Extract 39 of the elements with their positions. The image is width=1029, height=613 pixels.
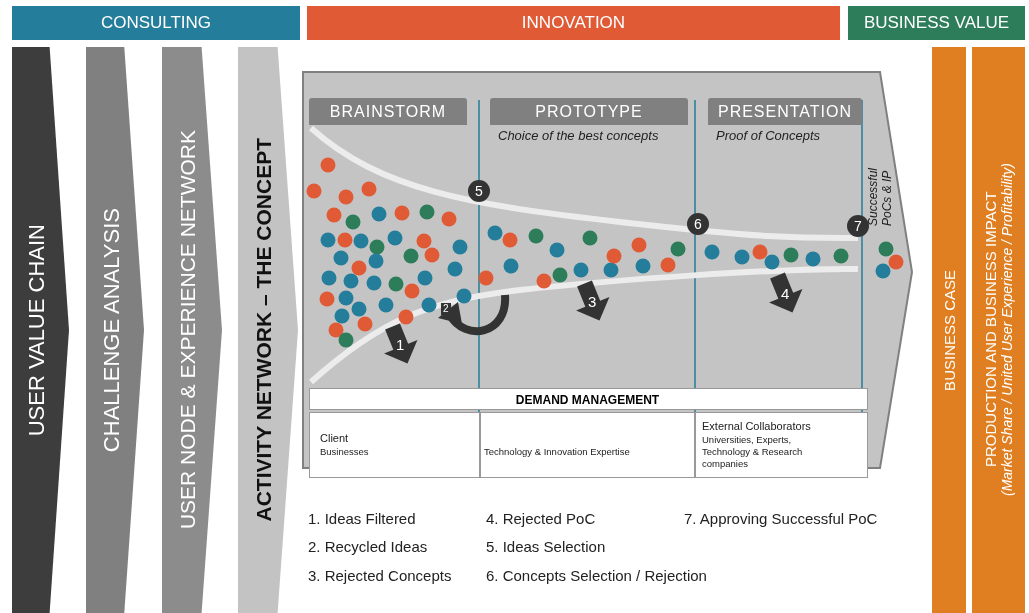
table-header-text: DEMAND MANAGEMENT [514,393,661,407]
chevron-banner [12,47,69,613]
list-item: 7. Approving Successful PoC [684,510,878,527]
cell-text: Technology & Innovation Expertise [484,446,630,457]
caption-text: Proof of Concepts [716,128,821,143]
value-bar [972,47,1025,613]
caption-text: Choice of the best concepts [498,128,659,143]
rotated-caption: Successful PoCs & IP [866,166,894,226]
value-bar [932,47,966,613]
chevron-banner [238,47,298,613]
cell-text: Businesses [320,446,369,457]
bar-title: BUSINESS CASE [940,269,958,391]
list-item: 3. Rejected Concepts [308,567,452,584]
list-item: 1. Ideas Filtered [308,510,416,527]
phase-header: PROTOTYPE [490,98,688,125]
stage-label: USER NODE & EXPERIENCE NETWORK [176,130,201,530]
phase-header: BRAINSTORM [309,98,467,125]
chevron-banner [86,47,144,613]
list-item: 4. Rejected PoC [486,510,596,527]
arrow-number: 1 [396,336,405,353]
cell-text: Universities, Experts, Technology & Research companies [702,434,804,470]
stage-label: USER VALUE CHAIN [24,223,51,437]
arrow-number: 4 [781,285,790,302]
stage-label: CHALLENGE ANALYSIS [98,207,125,453]
bar-subtitle: (Market Share / United User Experience / Profitability) [999,163,1015,497]
list-item: 5. Ideas Selection [486,538,606,555]
list-item: 2. Recycled Ideas [308,538,428,555]
arrow-number: 3 [588,293,597,310]
section-band: CONSULTING [12,6,300,40]
stage-label: ACTIVITY NETWORK – THE CONCEPT [252,138,277,522]
list-item: 6. Concepts Selection / Rejection [486,567,707,584]
phase-header: PRESENTATION [708,98,862,125]
section-band: BUSINESS VALUE [848,6,1025,40]
bar-title: PRODUCTION AND BUSINESS IMPACT [982,190,999,470]
cell-text: Client [320,432,349,444]
chevron-banner [162,47,222,613]
section-band: INNOVATION [307,6,840,40]
arrow-number: 2 [441,303,451,315]
cell-text: External Collaborators [702,420,811,432]
